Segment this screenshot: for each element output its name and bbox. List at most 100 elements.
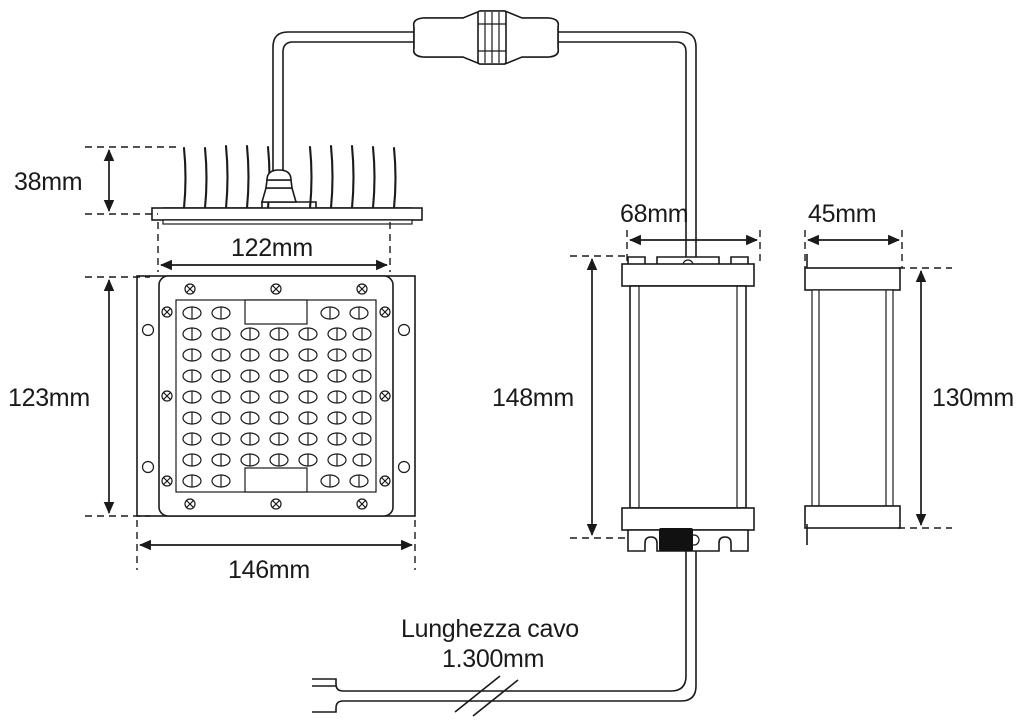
cable-assembly-bottom <box>312 551 697 717</box>
mount-hole-tl <box>141 323 155 337</box>
led-lens <box>240 390 260 404</box>
led-row <box>182 411 372 425</box>
led-lens <box>352 390 372 404</box>
fin-4 <box>245 144 250 210</box>
dimension-123mm: 123mm <box>8 276 150 517</box>
led-lens <box>327 348 347 362</box>
screw-icon <box>161 306 173 318</box>
dim-label-45mm: 45mm <box>808 200 876 228</box>
view-heatsink-side <box>151 144 423 225</box>
led-lens <box>182 348 202 362</box>
view-driver-side <box>804 254 901 545</box>
dimension-122mm: 122mm <box>157 222 391 272</box>
led-lens <box>211 432 231 446</box>
led-lens <box>327 432 347 446</box>
driver-side-bottom-flange <box>804 505 901 529</box>
cable-break-line-2 <box>472 679 519 717</box>
screw-icon <box>379 306 391 318</box>
view-led-panel-front <box>136 275 416 517</box>
led-row <box>182 348 372 362</box>
led-lens <box>269 327 289 341</box>
led-row <box>182 327 372 341</box>
screw-icon <box>161 390 173 402</box>
led-lens <box>182 432 202 446</box>
led-row <box>182 432 372 446</box>
led-lens <box>327 327 347 341</box>
led-lens <box>182 474 202 488</box>
screw-group-right <box>379 306 391 487</box>
led-lens <box>352 348 372 362</box>
led-lens <box>211 390 231 404</box>
dim-label-38mm: 38mm <box>14 168 82 196</box>
led-lens <box>269 411 289 425</box>
led-lens <box>211 327 231 341</box>
screw-group-top <box>184 283 368 295</box>
screw-icon <box>184 283 196 295</box>
dim-label-130mm: 130mm <box>932 384 1014 412</box>
screw-group-bottom <box>184 498 368 510</box>
led-lens <box>211 369 231 383</box>
led-lens <box>352 432 372 446</box>
fin-2 <box>203 146 208 210</box>
screw-icon <box>270 283 282 295</box>
cable-assembly-top <box>272 10 697 262</box>
led-lens <box>327 453 347 467</box>
led-lens <box>182 411 202 425</box>
led-lens <box>298 327 318 341</box>
led-lens <box>182 327 202 341</box>
screw-icon <box>184 498 196 510</box>
fin-1 <box>182 146 187 210</box>
led-lens <box>298 348 318 362</box>
fin-10 <box>371 145 376 210</box>
led-lens <box>349 474 369 488</box>
led-lens <box>298 390 318 404</box>
screw-icon <box>356 498 368 510</box>
dim-label-148mm: 148mm <box>492 384 574 412</box>
led-lens <box>182 369 202 383</box>
led-grid <box>182 306 372 488</box>
led-lens <box>240 348 260 362</box>
led-lens <box>352 453 372 467</box>
led-lens <box>298 432 318 446</box>
led-lens <box>240 369 260 383</box>
led-lens <box>352 369 372 383</box>
led-lens <box>298 453 318 467</box>
led-lens <box>352 327 372 341</box>
cable-inner-left <box>282 41 414 188</box>
gland-base <box>260 187 298 203</box>
wire-end-upper <box>312 678 352 692</box>
led-lens <box>240 411 260 425</box>
dimension-68mm: 68mm <box>620 200 761 262</box>
fin-7 <box>308 145 313 210</box>
led-lens <box>349 306 369 320</box>
fin-9 <box>350 144 355 210</box>
led-lens <box>240 453 260 467</box>
led-lens <box>320 474 340 488</box>
dim-label-123mm: 123mm <box>8 384 90 412</box>
module-base-plate <box>151 207 423 221</box>
screw-icon <box>356 283 368 295</box>
led-lens <box>269 432 289 446</box>
led-lens <box>320 306 340 320</box>
led-lens <box>211 306 231 320</box>
led-lens <box>298 411 318 425</box>
driver-side-top-flange <box>804 267 901 291</box>
dimension-148mm: 148mm <box>492 255 628 539</box>
dim-label-146mm: 146mm <box>228 556 310 584</box>
cable-note-line-1: Lunghezza cavo <box>401 615 579 643</box>
led-row <box>182 453 372 467</box>
led-lens <box>269 369 289 383</box>
dimension-130mm: 130mm <box>898 267 1014 529</box>
screw-icon <box>270 498 282 510</box>
led-lens <box>211 474 231 488</box>
dim-label-68mm: 68mm <box>620 200 688 228</box>
led-lens <box>327 369 347 383</box>
driver-cable-gland <box>659 528 693 551</box>
wire-end-lower <box>312 700 352 713</box>
dimension-146mm: 146mm <box>136 520 416 584</box>
led-lens <box>269 390 289 404</box>
fin-3 <box>224 144 229 210</box>
cable-note-line-2: 1.300mm <box>442 645 544 673</box>
